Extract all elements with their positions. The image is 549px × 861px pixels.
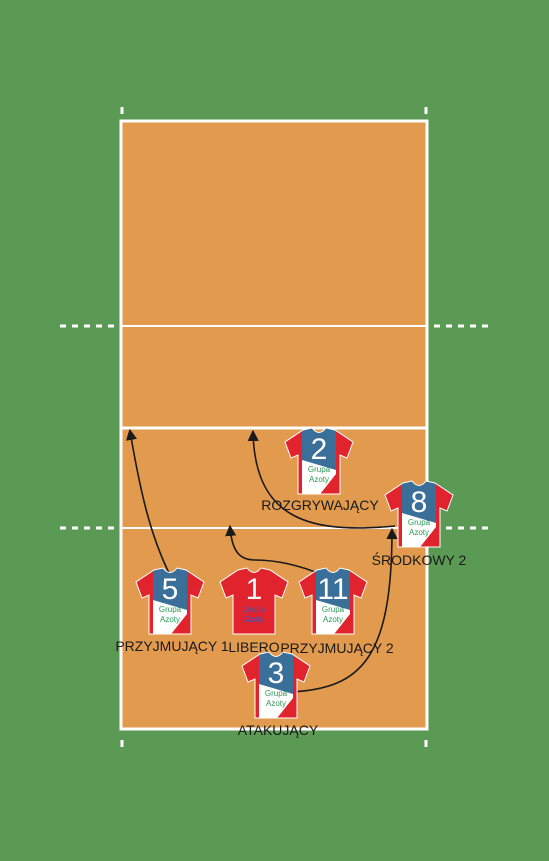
arrow-receiver2 <box>225 524 323 576</box>
arrow-opposite <box>291 527 398 693</box>
sponsor-line2-middle2: Azoty <box>409 528 429 537</box>
sponsor-line2-opposite: Azoty <box>266 699 286 708</box>
player-label-receiver1: PRZYJMUJĄCY 1 <box>115 638 229 654</box>
sponsor-line2-libero: Azoty <box>244 615 264 624</box>
sponsor-line2-receiver2: Azoty <box>323 615 343 624</box>
sponsor-line2-receiver1: Azoty <box>160 615 180 624</box>
player-label-opposite: ATAKUJĄCY <box>238 722 319 738</box>
sponsor-line1-middle2: Grupa <box>408 518 431 527</box>
player-label-middle2: ŚRODKOWY 2 <box>372 551 467 568</box>
sponsor-line1-opposite: Grupa <box>265 689 288 698</box>
arrow-receiver1 <box>125 428 171 576</box>
sponsor-line1-libero: Grupa <box>243 605 266 614</box>
sponsor-line2-setter: Azoty <box>309 475 329 484</box>
jersey-number-receiver1: 5 <box>162 573 179 606</box>
jersey-number-middle2: 8 <box>411 486 428 519</box>
jersey-number-receiver2: 11 <box>317 573 348 606</box>
player-label-libero: LIBERO <box>228 639 279 655</box>
sponsor-line1-receiver1: Grupa <box>159 605 182 614</box>
sponsor-line1-setter: Grupa <box>308 465 331 474</box>
jersey-number-setter: 2 <box>311 433 328 466</box>
player-label-receiver2: PRZYJMUJĄCY 2 <box>280 640 394 656</box>
jersey-number-libero: 1 <box>246 573 263 606</box>
arrow-middle2 <box>247 429 396 529</box>
player-label-setter: ROZGRYWAJĄCY <box>261 497 379 513</box>
sponsor-line1-receiver2: Grupa <box>322 605 345 614</box>
jersey-number-opposite: 3 <box>268 657 285 690</box>
